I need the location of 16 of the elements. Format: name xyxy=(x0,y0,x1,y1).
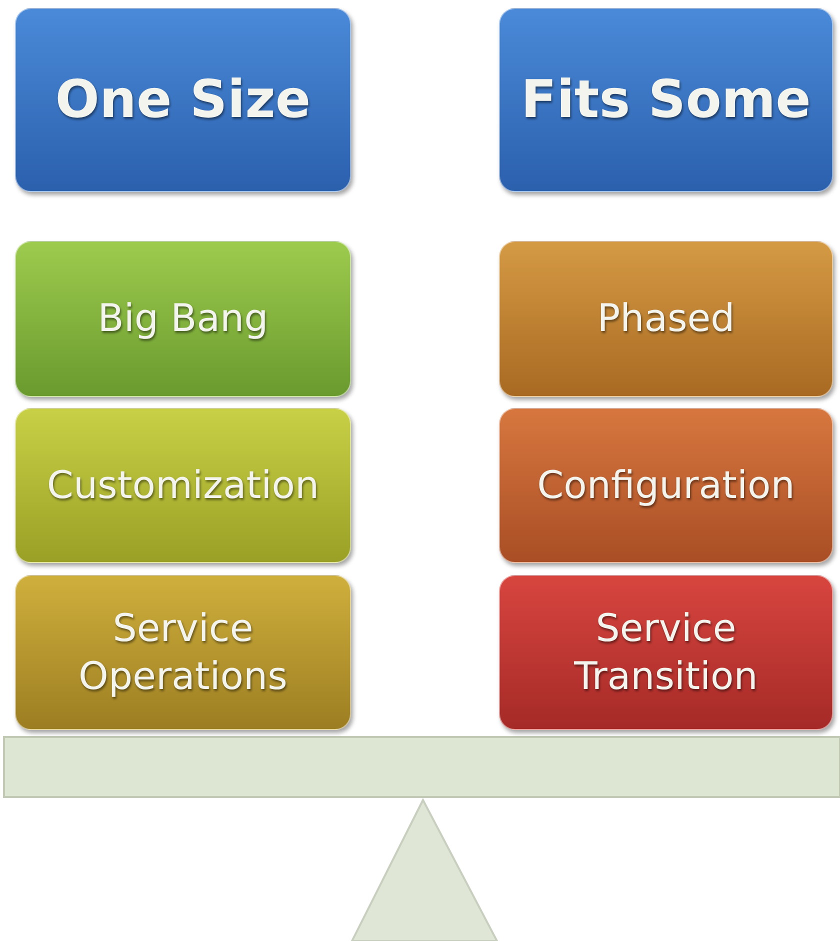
item-label: Customization xyxy=(46,462,320,509)
header-box xyxy=(15,8,351,192)
item-box xyxy=(499,408,833,563)
item-box xyxy=(15,575,351,730)
header-box xyxy=(499,8,833,192)
item-label: Big Bang xyxy=(96,295,270,342)
item-label: Configuration xyxy=(536,462,796,509)
item-label: Service Operations xyxy=(78,605,288,700)
item-box xyxy=(15,408,351,563)
item-label: Phased xyxy=(596,295,736,342)
item-box xyxy=(499,575,833,730)
item-box xyxy=(499,241,833,397)
item-label: Service Transition xyxy=(573,605,759,700)
heading-text: One Size xyxy=(55,68,311,132)
heading-text: Fits Some xyxy=(521,68,811,132)
item-box xyxy=(15,241,351,397)
